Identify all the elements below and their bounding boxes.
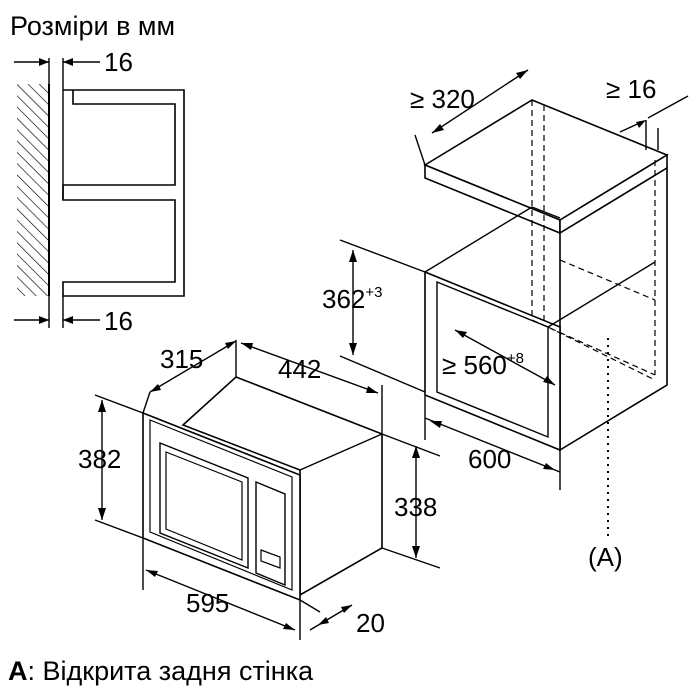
legend-text: : Відкрита задня стінка <box>28 656 315 686</box>
rear-opening-marker: (A) <box>588 542 623 572</box>
legend-key: A <box>8 656 28 686</box>
cabinet-height-label: 362+3 <box>322 284 383 314</box>
cabinet-niche: (A) ≥ 320 ≥ 16 362+3 ≥ 560+8 <box>322 69 689 572</box>
cabinet-min-gap-label: ≥ 16 <box>606 74 656 104</box>
appliance-front-width-label: 595 <box>186 588 229 618</box>
appliance-body-width-label: 442 <box>278 354 321 384</box>
appliance-body-height-label: 338 <box>394 492 437 522</box>
wall-hatching <box>17 84 49 296</box>
cabinet-profile <box>62 89 185 297</box>
page-title: Розміри в мм <box>10 11 175 41</box>
legend: A: Відкрита задня стінка <box>8 656 314 686</box>
appliance-depth-label: 315 <box>160 344 203 374</box>
cabinet-min-depth-label: ≥ 320 <box>410 84 475 114</box>
cabinet-width-label: ≥ 560+8 <box>442 350 524 380</box>
cabinet-width-value: ≥ 560 <box>442 350 507 380</box>
side-gap-bottom-label: 16 <box>104 306 133 336</box>
appliance-frame-depth-label: 20 <box>356 608 385 638</box>
cabinet-depth-label: 600 <box>468 444 511 474</box>
side-view: 16 16 <box>14 47 185 336</box>
cabinet-width-tolerance: +8 <box>507 350 524 367</box>
side-gap-top-label: 16 <box>104 47 133 77</box>
cabinet-height-tolerance: +3 <box>365 284 382 301</box>
cabinet-height-value: 362 <box>322 284 365 314</box>
appliance-front-height-label: 382 <box>78 444 121 474</box>
microwave-appliance: 315 442 382 338 595 20 <box>78 340 441 640</box>
